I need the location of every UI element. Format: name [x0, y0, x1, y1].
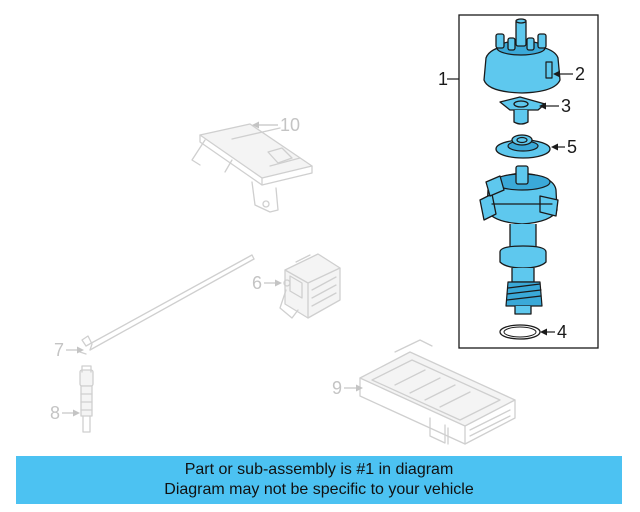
- part-7-rod: [79, 254, 255, 355]
- part-9-control-module: [359, 339, 516, 445]
- part-4-o-ring[interactable]: [499, 324, 541, 340]
- callout-2: 2: [575, 64, 585, 84]
- callout-leaders: [62, 70, 573, 417]
- part-10-bracket: [191, 123, 313, 213]
- part-8-sensor: [79, 365, 94, 433]
- part-5-seal[interactable]: [495, 134, 551, 159]
- part-3-rotor[interactable]: [499, 96, 546, 125]
- banner-line-1: Part or sub-assembly is #1 in diagram: [184, 461, 454, 478]
- info-banner: Part or sub-assembly is #1 in diagram Di…: [16, 456, 622, 504]
- assembly-1-frame: [458, 14, 599, 349]
- parts-diagram: 1 2 3 5 4 10 6 7 8 9: [50, 14, 599, 445]
- banner-line-2: Diagram may not be specific to your vehi…: [164, 481, 474, 498]
- callout-5: 5: [567, 137, 577, 157]
- part-2-distributor-cap[interactable]: [483, 18, 561, 94]
- callout-3: 3: [561, 96, 571, 116]
- callout-10: 10: [280, 115, 300, 135]
- callout-8: 8: [50, 403, 60, 423]
- callout-6: 6: [252, 273, 262, 293]
- callout-1: 1: [438, 69, 448, 89]
- part-6-ignition-coil: [279, 253, 341, 319]
- callout-9: 9: [332, 378, 342, 398]
- part-1-distributor-housing[interactable]: [479, 165, 559, 315]
- callout-7: 7: [54, 340, 64, 360]
- callout-4: 4: [557, 322, 567, 342]
